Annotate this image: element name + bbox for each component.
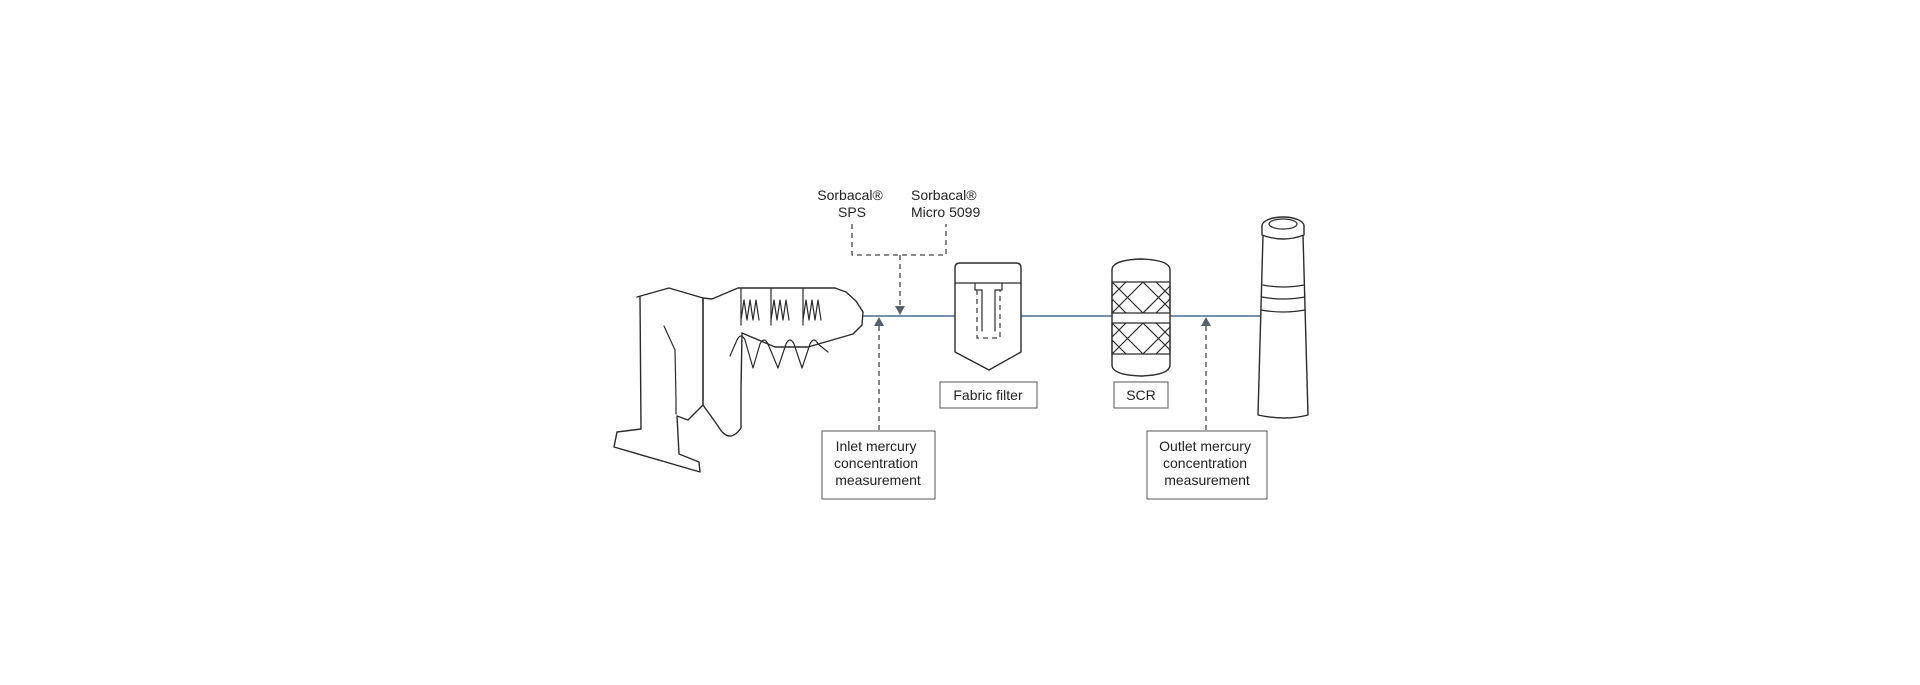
injection-arrowhead-icon: [895, 306, 905, 315]
sorbent-merge-line: [851, 224, 947, 256]
outlet-measurement-label: Outlet mercury concentration measurement: [1159, 438, 1255, 488]
sorbent-sps-label: Sorbacal® SPS: [817, 187, 886, 220]
scr-label-box: [1113, 381, 1169, 409]
sorbent-micro-label: Sorbacal® Micro 5099: [911, 187, 980, 220]
outlet-measurement: Outlet mercury concentration measurement: [1146, 317, 1268, 500]
scr-reactor: [1111, 258, 1171, 377]
inlet-measurement: Inlet mercury concentration measurement: [821, 317, 936, 500]
scr-label: SCR: [1126, 387, 1156, 403]
inlet-arrowhead-icon: [874, 317, 884, 326]
stack: [1257, 216, 1309, 419]
outlet-measurement-box: [1146, 430, 1268, 500]
inlet-measurement-label: Inlet mercury concentration measurement: [834, 438, 922, 488]
inlet-measurement-box: [821, 430, 936, 500]
fabric-filter: [954, 262, 1022, 371]
sorbent-injection-lines: [851, 224, 947, 315]
outlet-arrowhead-icon: [1201, 317, 1211, 326]
fabric-filter-label: Fabric filter: [953, 387, 1023, 403]
fabric-filter-label-box: [939, 381, 1038, 409]
boiler: [613, 287, 864, 473]
